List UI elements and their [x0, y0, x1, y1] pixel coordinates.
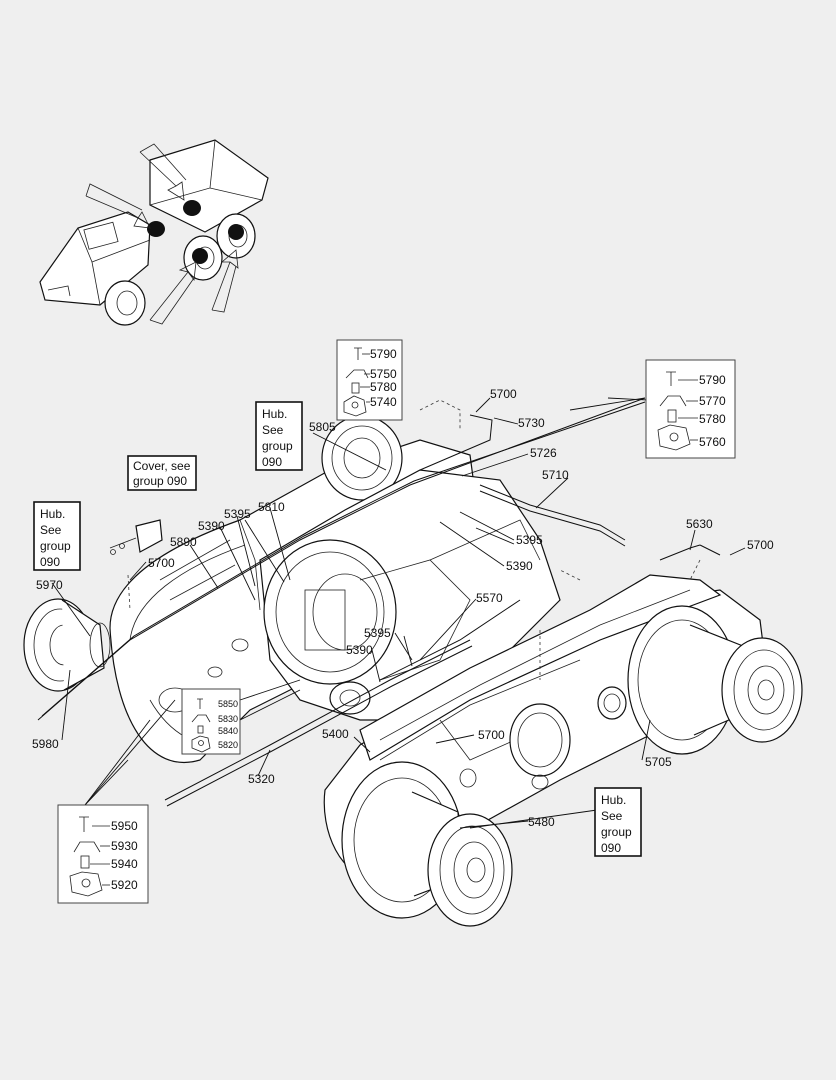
label-5890: 5890	[170, 535, 197, 549]
label-5950: 5950	[111, 819, 138, 833]
note-line: Hub.	[40, 507, 65, 521]
label-5790: 5790	[370, 347, 397, 361]
part-labels: 5700 5730 5805 5726 5710 5810 5395 5390 …	[32, 387, 774, 829]
label-5320: 5320	[248, 772, 275, 786]
center-housing	[259, 469, 561, 721]
label-5930: 5930	[111, 839, 138, 853]
label-5700: 5700	[478, 728, 505, 742]
label-5740: 5740	[370, 395, 397, 409]
right-front-hub	[341, 761, 513, 927]
label-5970: 5970	[36, 578, 63, 592]
label-5395: 5395	[364, 626, 391, 640]
hardware-kit-upper-left: 5790 5750 5780 5740	[336, 339, 403, 421]
label-5820: 5820	[218, 740, 238, 750]
label-5390: 5390	[198, 519, 225, 533]
label-5730: 5730	[518, 416, 545, 430]
label-5760: 5760	[699, 435, 726, 449]
label-5850: 5850	[218, 699, 238, 709]
label-5726: 5726	[530, 446, 557, 460]
dashed-leaders	[127, 399, 701, 680]
label-5395: 5395	[516, 533, 543, 547]
label-5780: 5780	[699, 412, 726, 426]
label-5830: 5830	[218, 714, 238, 724]
note-line: 090	[262, 455, 282, 469]
hardware-kit-middle: 5850 5830 5840 5820	[181, 688, 241, 755]
right-rear-hub	[627, 605, 803, 755]
label-5750: 5750	[370, 367, 397, 381]
label-5395: 5395	[224, 507, 251, 521]
label-5390: 5390	[346, 643, 373, 657]
hardware-kit-lower-left: 5950 5930 5940 5920	[57, 804, 149, 904]
note-line: group	[601, 825, 632, 839]
note-line: See	[262, 423, 284, 437]
note-line: 090	[40, 555, 60, 569]
note-line: Cover, see	[133, 459, 191, 473]
label-5705: 5705	[645, 755, 672, 769]
label-5700: 5700	[747, 538, 774, 552]
note-cover: Cover, see group 090	[127, 455, 197, 491]
note-line: See	[601, 809, 623, 823]
label-5980: 5980	[32, 737, 59, 751]
note-line: group	[40, 539, 71, 553]
truck-locator-illustration	[39, 139, 269, 326]
callout-leaders	[51, 397, 746, 829]
label-5780: 5780	[370, 380, 397, 394]
hose-lines	[37, 397, 721, 807]
label-5840: 5840	[218, 726, 238, 736]
label-5805: 5805	[309, 420, 336, 434]
label-5390: 5390	[506, 559, 533, 573]
note-line: Hub.	[601, 793, 626, 807]
label-5700: 5700	[490, 387, 517, 401]
note-line: 090	[601, 841, 621, 855]
note-line: group	[262, 439, 293, 453]
label-5570: 5570	[476, 591, 503, 605]
label-5480: 5480	[528, 815, 555, 829]
cover-bracket	[109, 519, 163, 555]
note-line: group 090	[133, 474, 187, 488]
label-5630: 5630	[686, 517, 713, 531]
label-5920: 5920	[111, 878, 138, 892]
note-hub-right: Hub. See group 090	[594, 787, 642, 857]
label-5400: 5400	[322, 727, 349, 741]
label-5700: 5700	[148, 556, 175, 570]
label-5790: 5790	[699, 373, 726, 387]
label-5940: 5940	[111, 857, 138, 871]
left-hub-flange	[23, 598, 111, 692]
label-5810: 5810	[258, 500, 285, 514]
hardware-kit-upper-right: 5790 5770 5780 5760	[645, 359, 736, 459]
note-hub-left: Hub. See group 090	[33, 501, 81, 571]
label-5710: 5710	[542, 468, 569, 482]
label-5770: 5770	[699, 394, 726, 408]
note-line: Hub.	[262, 407, 287, 421]
note-hub-upper: Hub. See group 090	[255, 401, 303, 471]
note-line: See	[40, 523, 62, 537]
